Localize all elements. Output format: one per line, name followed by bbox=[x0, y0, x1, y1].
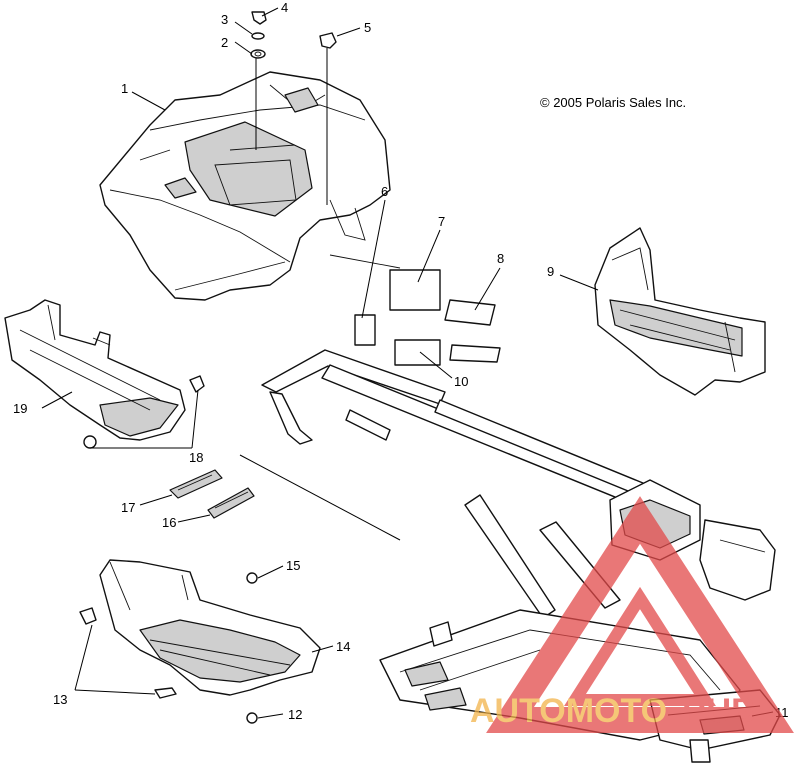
callout-13: 13 bbox=[53, 692, 67, 707]
rear-cargo-rack-part bbox=[594, 227, 766, 396]
watermark-text-automoto: AUTOMOTO bbox=[470, 692, 667, 730]
callout-leaders bbox=[41, 7, 774, 719]
copyright-notice: © 2005 Polaris Sales Inc. bbox=[540, 95, 686, 110]
watermark-triangle-outer bbox=[486, 496, 794, 733]
callout-18: 18 bbox=[189, 450, 203, 465]
callout-8: 8 bbox=[497, 251, 504, 266]
reference-lines bbox=[74, 454, 401, 695]
watermark-text-hub: HUB bbox=[682, 692, 756, 730]
left-footrest-bracket-part bbox=[4, 299, 205, 449]
callout-14: 14 bbox=[336, 639, 350, 654]
callout-19: 19 bbox=[13, 401, 27, 416]
callout-labels: 1 2 3 4 5 6 7 8 9 10 11 12 13 14 15 16 1… bbox=[13, 0, 789, 722]
callout-9: 9 bbox=[547, 264, 554, 279]
callout-5: 5 bbox=[364, 20, 371, 35]
callout-10: 10 bbox=[454, 374, 468, 389]
callout-3: 3 bbox=[221, 12, 228, 27]
callout-17: 17 bbox=[121, 500, 135, 515]
watermark-triangle-inner bbox=[564, 586, 716, 706]
callout-7: 7 bbox=[438, 214, 445, 229]
callout-12: 12 bbox=[288, 707, 302, 722]
footpeg-inserts bbox=[169, 469, 255, 519]
rear-fender-part bbox=[99, 71, 391, 301]
fastener-hardware-top bbox=[250, 11, 337, 205]
callout-2: 2 bbox=[221, 35, 228, 50]
right-footrest-part bbox=[79, 559, 321, 724]
callout-6: 6 bbox=[381, 184, 388, 199]
callout-16: 16 bbox=[162, 515, 176, 530]
automotohub-watermark: AUTOMOTO HUB bbox=[470, 496, 794, 733]
callout-4: 4 bbox=[281, 0, 288, 15]
decal-set bbox=[329, 254, 501, 366]
callout-15: 15 bbox=[286, 558, 300, 573]
callout-1: 1 bbox=[121, 81, 128, 96]
